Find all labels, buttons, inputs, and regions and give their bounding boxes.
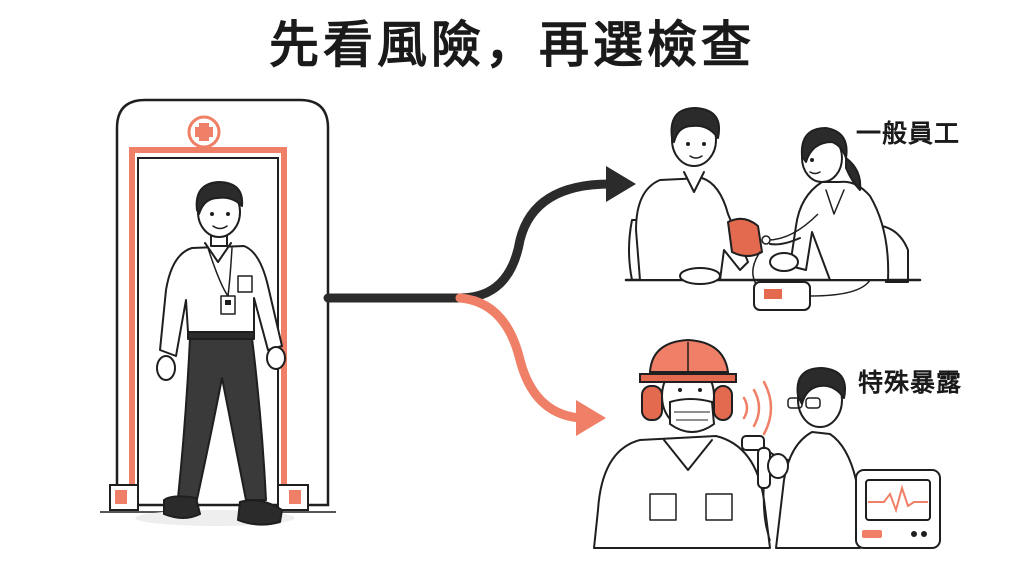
walking-worker (135, 181, 295, 526)
special-route-arrow (455, 293, 585, 423)
stethoscope-icon (761, 213, 819, 245)
general-arrowhead (606, 166, 636, 202)
face-mask-icon (669, 398, 716, 433)
general-route-arrow (323, 179, 615, 303)
ecg-wave-icon (868, 484, 928, 514)
sound-waves-icon (742, 380, 773, 436)
ecg-monitor (855, 469, 941, 549)
special-exposure-scene (593, 363, 771, 549)
special-exposure-label: 特殊暴露 (858, 368, 963, 397)
medical-cross-icon (187, 115, 221, 149)
general-checkup-scene (624, 107, 922, 311)
earmuffs-icon (641, 385, 733, 421)
safety-helmet-icon (639, 338, 737, 383)
general-employee-label: 一般員工 (856, 119, 961, 148)
page-title: 先看風險，再選檢查 (269, 16, 755, 74)
special-arrowhead (576, 400, 606, 436)
technician (741, 367, 861, 549)
